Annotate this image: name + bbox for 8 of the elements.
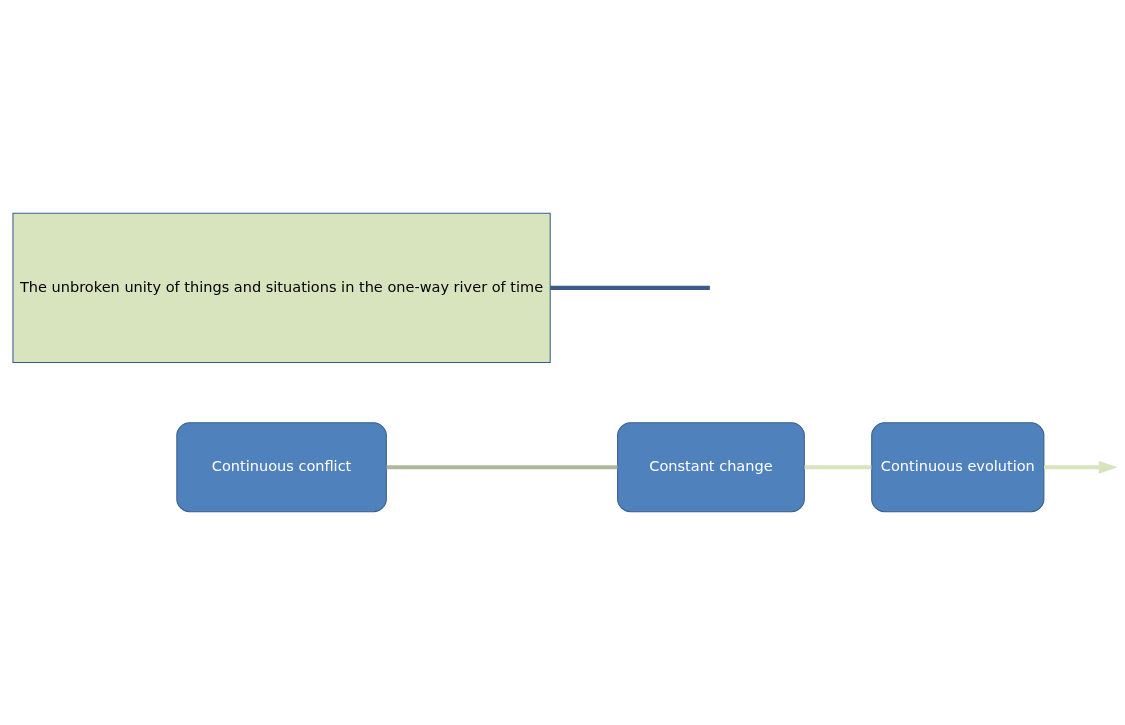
arrow xyxy=(1044,460,1117,474)
node-box: Constant change xyxy=(617,422,805,513)
connector xyxy=(386,465,618,470)
connector xyxy=(550,285,710,290)
node-box: Continuous conflict xyxy=(176,422,387,513)
connector xyxy=(804,465,872,470)
node-box: The unbroken unity of things and situations in the one-way river of time xyxy=(12,212,551,363)
node-box: Continuous evolution xyxy=(871,422,1045,513)
